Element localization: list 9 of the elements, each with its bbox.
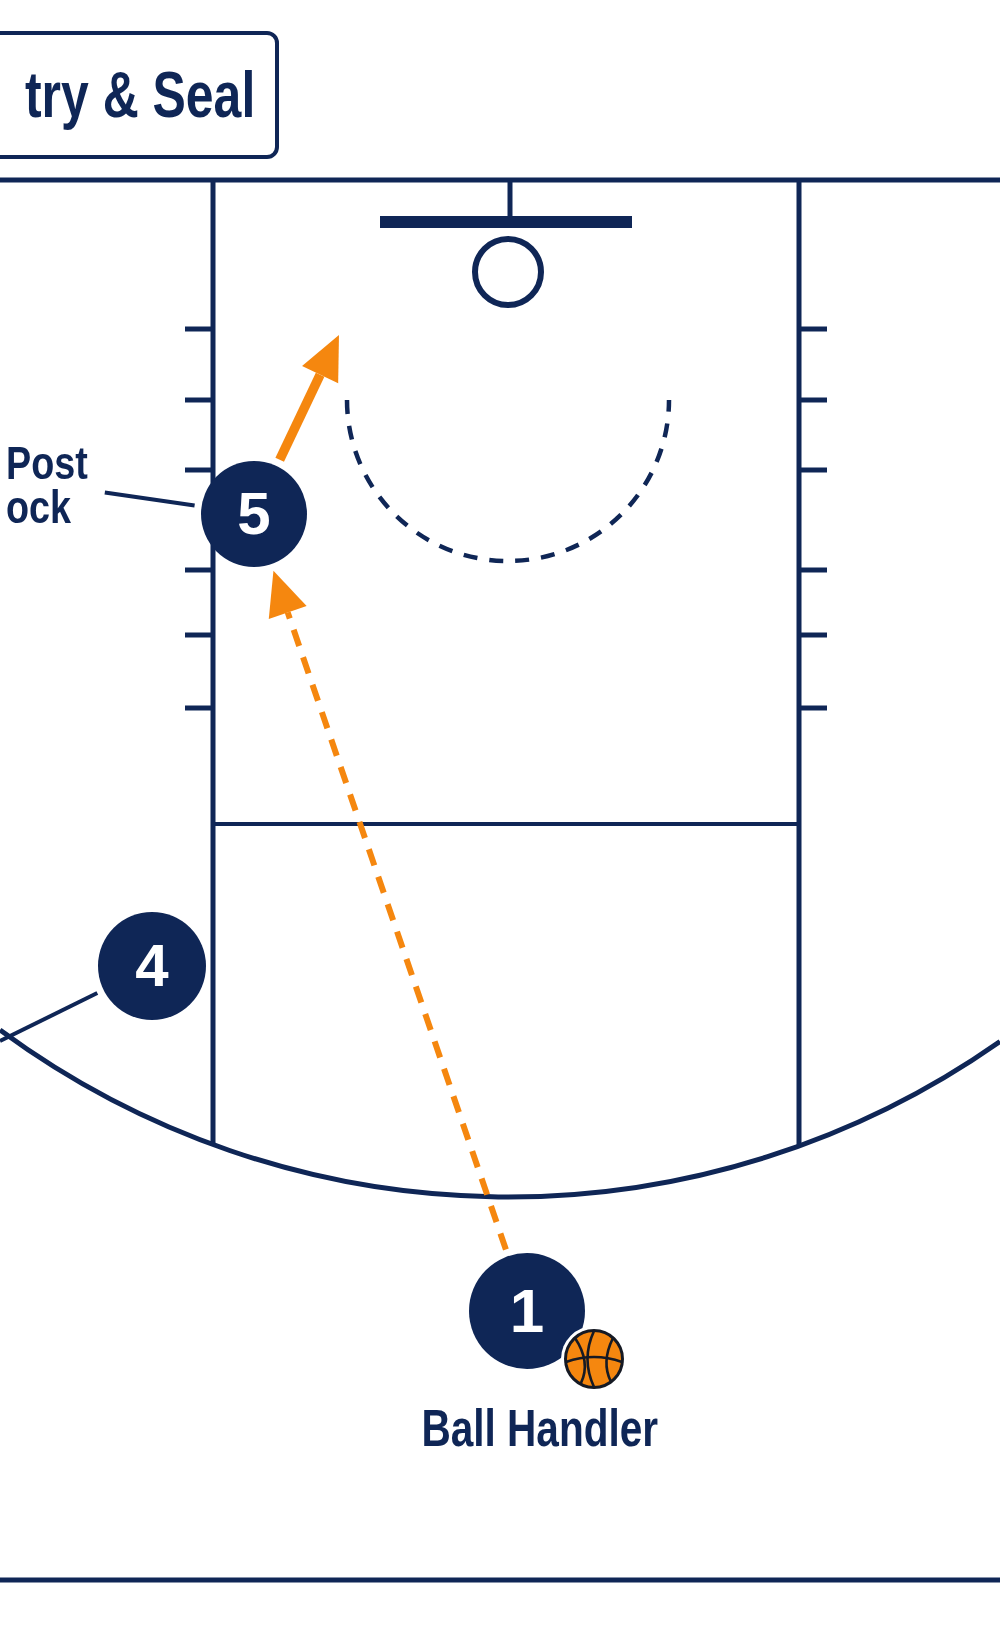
player-circle: 4	[98, 912, 206, 1020]
leader-line	[104, 490, 195, 508]
dashed-arrow	[268, 570, 509, 1251]
player-circle: 5	[201, 461, 307, 567]
leader-line	[0, 991, 99, 1043]
player-circle: 1	[469, 1253, 585, 1369]
position-label: Post ock	[6, 441, 98, 529]
arrow	[275, 334, 339, 462]
player-caption: Ball Handler	[420, 1400, 658, 1458]
